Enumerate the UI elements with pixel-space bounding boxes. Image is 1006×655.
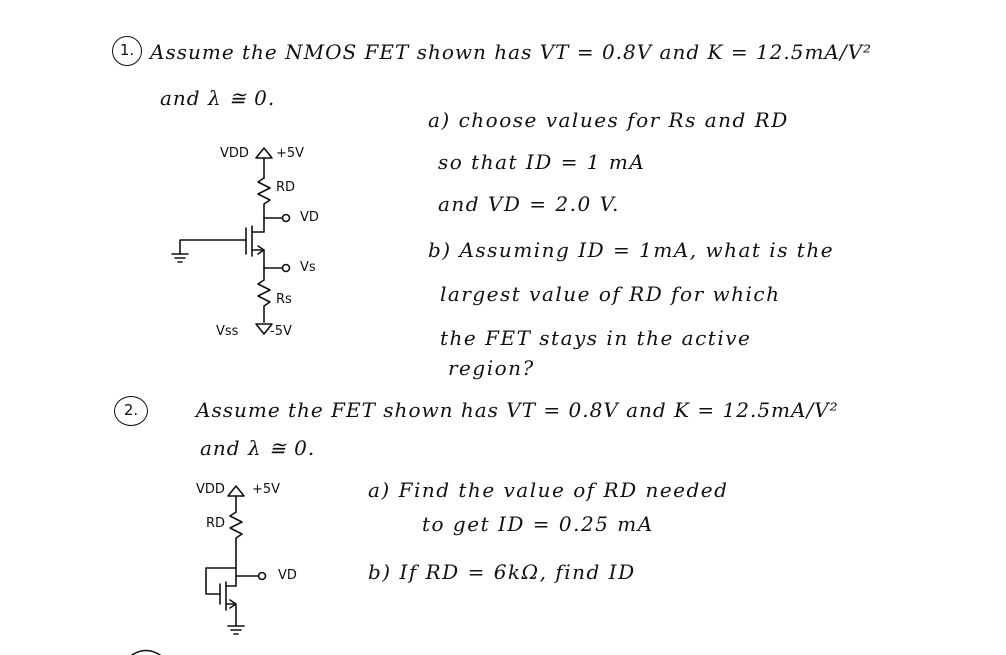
problem-1-part-a-line-3: and VD = 2.0 V.: [438, 192, 620, 216]
circuit-1-vs-label: Vs: [300, 260, 316, 275]
circuit-2-vdd-label: VDD: [196, 482, 225, 497]
problem-2-statement-line-2: and λ ≅ 0.: [200, 436, 316, 460]
circuit-1-vdd-label: VDD: [220, 146, 249, 161]
circuit-1-vss-value: -5V: [270, 324, 292, 339]
problem-1-part-b-line-2: largest value of RD for which: [440, 282, 781, 306]
problem-2-part-b-line-1: b) If RD = 6kΩ, find ID: [368, 560, 636, 584]
problem-1-part-a-line-1: a) choose values for Rs and RD: [428, 108, 789, 132]
problem-1-part-a-line-2: so that ID = 1 mA: [438, 150, 646, 174]
problem-1-statement-line-1: Assume the NMOS FET shown has VT = 0.8V …: [150, 40, 873, 64]
problem-2-number: 2.: [114, 396, 148, 426]
circuit-2-rd-label: RD: [206, 516, 226, 531]
problem-1-number: 1.: [112, 36, 142, 66]
circuit-2-schematic: [205, 485, 267, 635]
circuit-2-vdd-value: +5V: [252, 482, 281, 497]
problem-1-part-b-line-1: b) Assuming ID = 1mA, what is the: [428, 238, 835, 262]
circuit-1-rd-label: RD: [276, 180, 296, 195]
circuit-1-rs-label: Rs: [276, 292, 292, 307]
problem-2-part-a-line-2: to get ID = 0.25 mA: [422, 512, 654, 536]
circuit-1-vss-label: Vss: [216, 324, 239, 339]
circuit-1-vdd-value: +5V: [276, 146, 305, 161]
problem-1-statement-line-2: and λ ≅ 0.: [160, 86, 276, 110]
circuit-1-schematic: [171, 147, 291, 335]
problem-2-statement-line-1: Assume the FET shown has VT = 0.8V and K…: [196, 398, 839, 422]
problem-1-part-b-line-4: region?: [448, 356, 535, 380]
circuit-2-vd-label: VD: [278, 568, 297, 583]
problem-3-marker-partial: [131, 649, 161, 655]
circuit-1-vd-label: VD: [300, 210, 319, 225]
problem-2-part-a-line-1: a) Find the value of RD needed: [368, 478, 729, 502]
problem-1-part-b-line-3: the FET stays in the active: [440, 326, 752, 350]
